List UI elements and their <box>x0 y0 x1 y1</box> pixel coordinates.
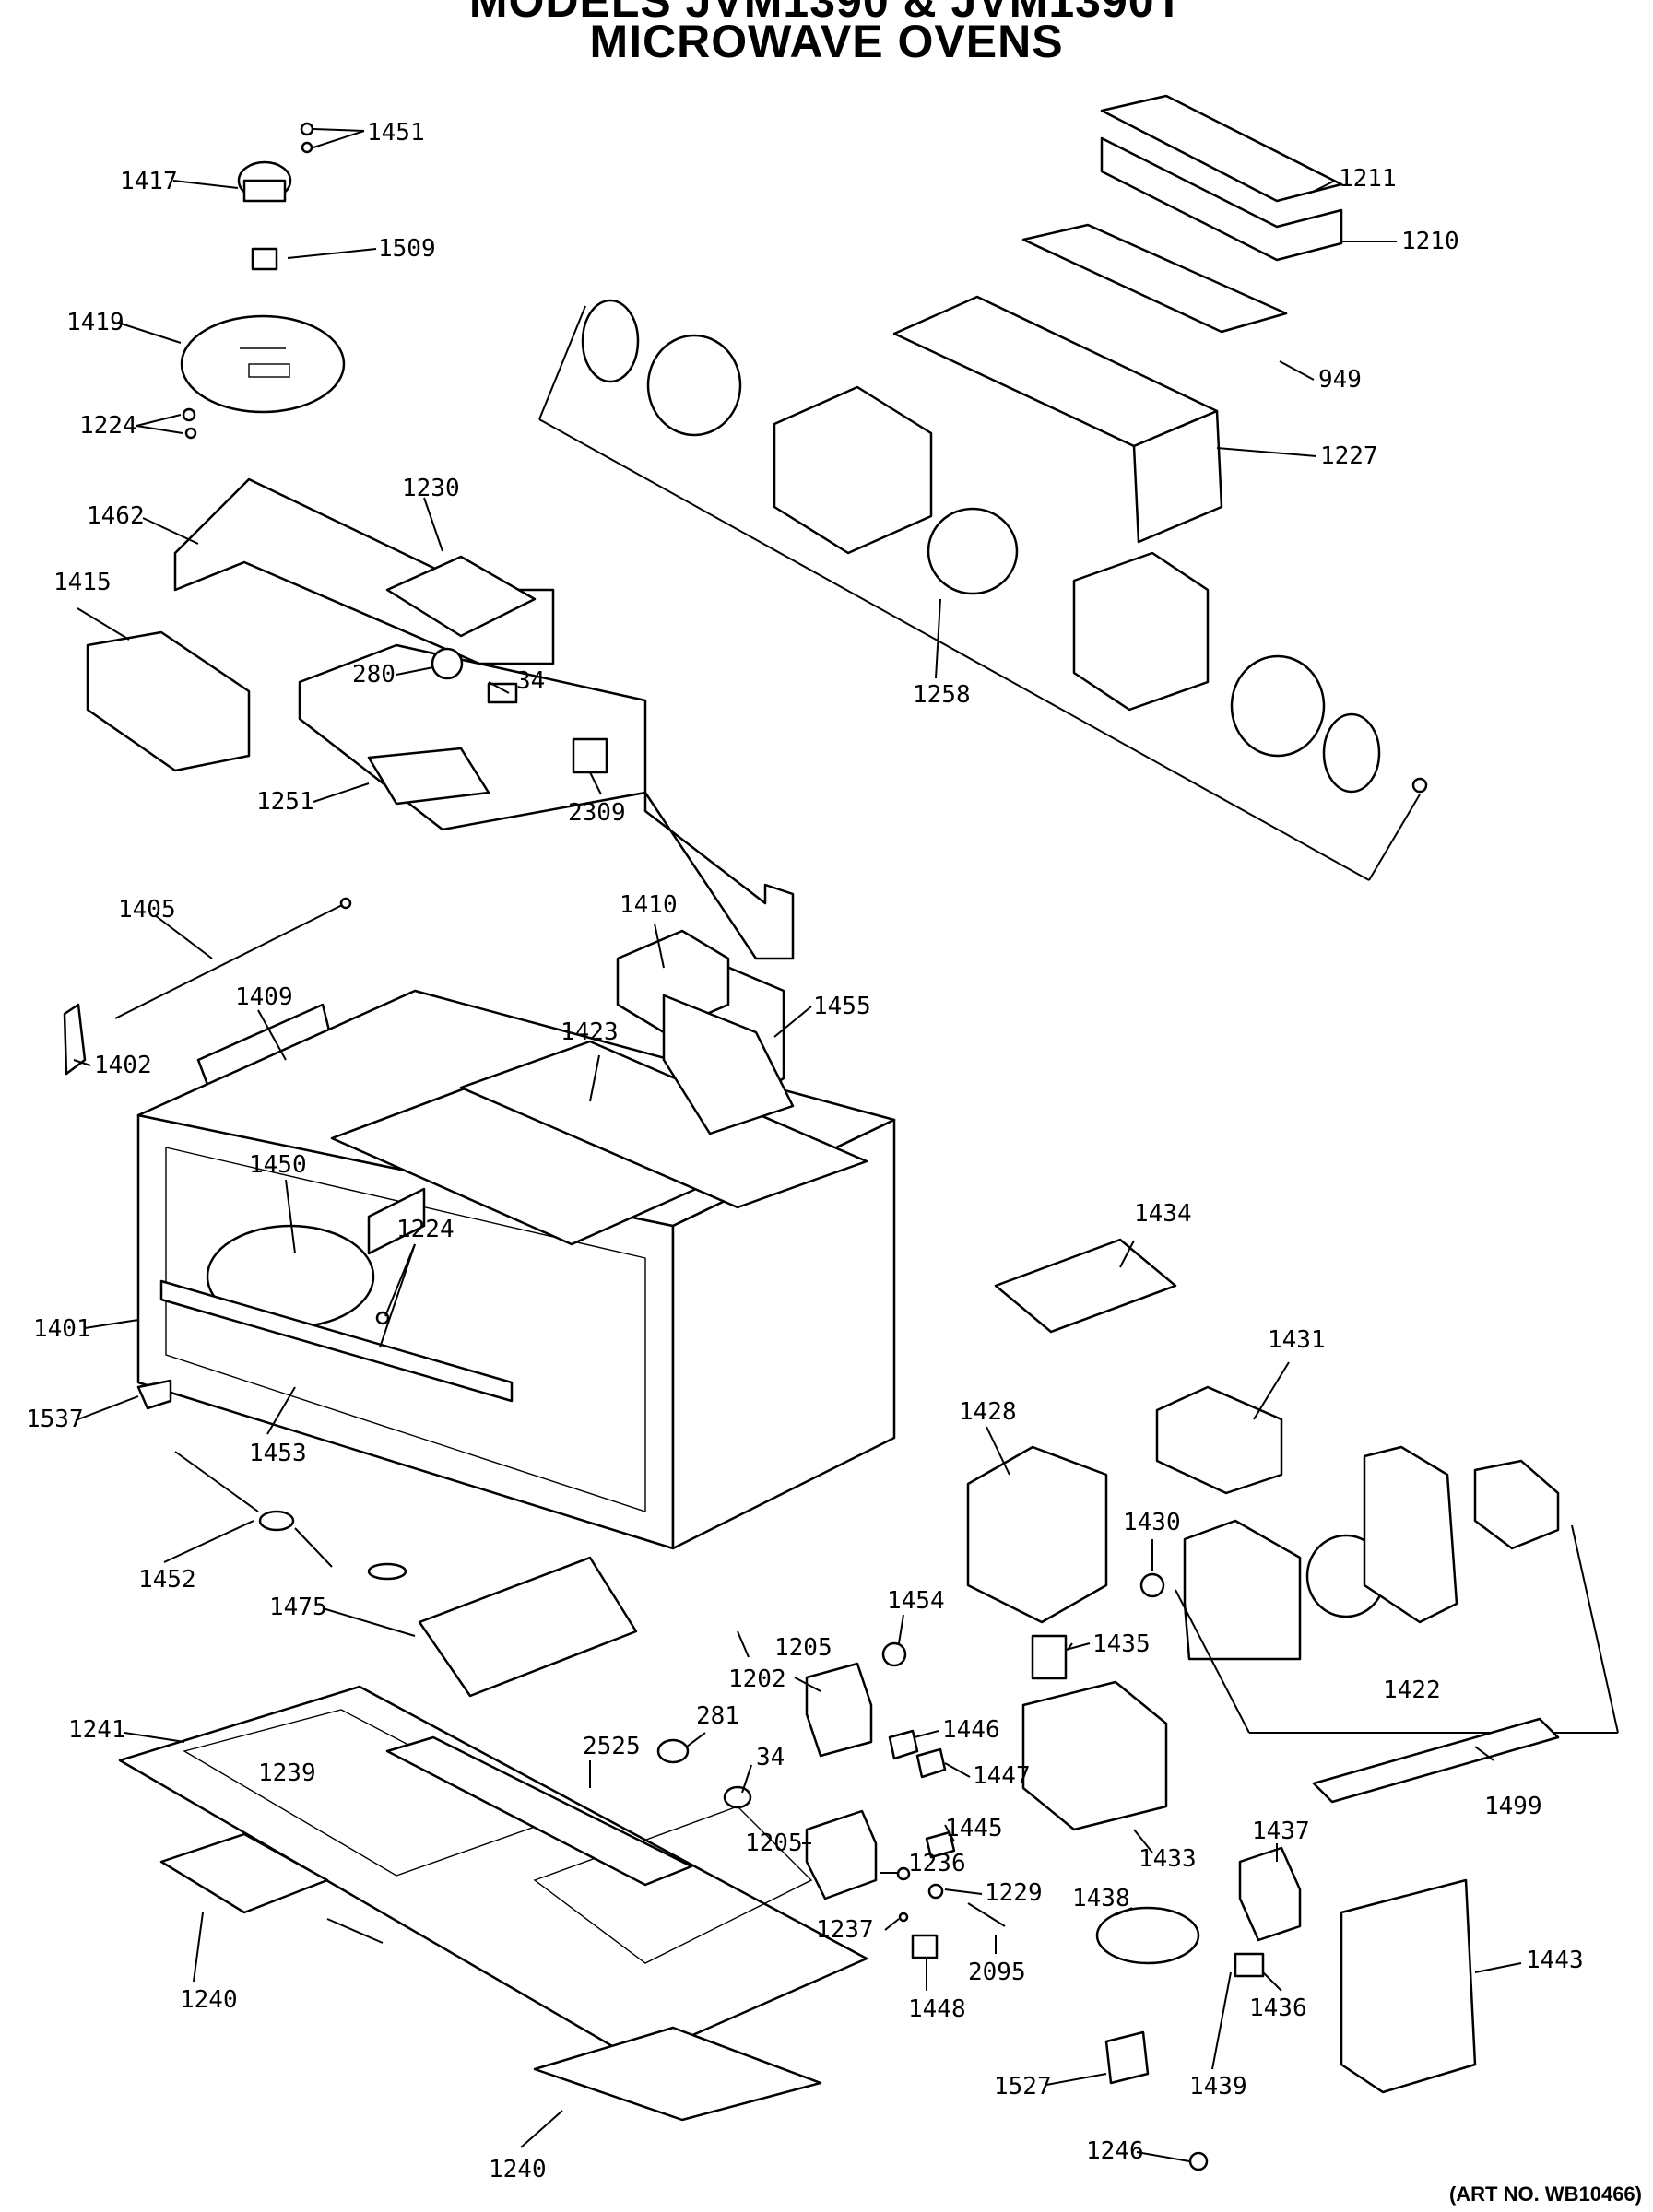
part-label-1435: 1435 <box>1092 1630 1151 1658</box>
part-label-1423: 1423 <box>561 1018 619 1046</box>
part-label-1402: 1402 <box>94 1052 152 1079</box>
part-label-1224-cavity: 1224 <box>396 1216 455 1243</box>
part-label-1401: 1401 <box>33 1315 91 1343</box>
switch-lamp-parts <box>418 1556 1006 1959</box>
part-label-1240-bottom: 1240 <box>489 2156 547 2183</box>
part-label-2309: 2309 <box>568 799 626 827</box>
part-label-1433: 1433 <box>1139 1845 1197 1873</box>
part-label-1446: 1446 <box>942 1716 1000 1744</box>
part-label-1430: 1430 <box>1123 1509 1181 1536</box>
part-label-1475: 1475 <box>269 1594 327 1621</box>
part-label-1455: 1455 <box>813 993 871 1020</box>
part-label-949: 949 <box>1318 366 1362 394</box>
magnetron-blower-group <box>966 1238 1619 1734</box>
leader-lines <box>73 128 1522 2162</box>
part-label-1229: 1229 <box>985 1879 1043 1907</box>
transformer-capacitor-group <box>1021 1634 1560 2171</box>
part-label-1211: 1211 <box>1339 165 1397 193</box>
part-label-1236: 1236 <box>908 1850 966 1877</box>
part-label-1415: 1415 <box>53 569 112 596</box>
exhaust-blower-assembly <box>538 94 1428 881</box>
part-label-34-upper: 34 <box>516 667 545 695</box>
vent-damper <box>616 929 795 1135</box>
part-label-1227: 1227 <box>1320 442 1378 470</box>
part-label-1454: 1454 <box>887 1587 945 1615</box>
part-label-1438: 1438 <box>1072 1885 1130 1912</box>
part-label-1409: 1409 <box>235 983 293 1011</box>
part-label-281: 281 <box>696 1702 739 1730</box>
part-label-1436: 1436 <box>1249 1994 1307 2022</box>
part-label-1452: 1452 <box>138 1566 196 1594</box>
part-label-2525: 2525 <box>583 1733 641 1760</box>
part-label-1202: 1202 <box>728 1665 786 1693</box>
part-label-1434: 1434 <box>1134 1200 1192 1228</box>
part-label-1447: 1447 <box>973 1762 1031 1790</box>
part-label-280: 280 <box>352 661 396 688</box>
part-labels: 1451 1417 1509 1419 1224 1211 1210 949 1… <box>26 119 1584 2183</box>
part-label-1410: 1410 <box>620 891 678 919</box>
part-label-1445: 1445 <box>945 1815 1003 1842</box>
part-label-1240-left: 1240 <box>180 1986 238 2014</box>
upper-support-assembly <box>86 477 795 960</box>
part-label-34-lower: 34 <box>756 1744 785 1771</box>
cavity-small-parts <box>136 1379 407 1581</box>
part-label-1419: 1419 <box>66 309 124 336</box>
part-label-1230: 1230 <box>402 475 460 502</box>
diagram-title-line-2: MICROWAVE OVENS <box>589 16 1064 67</box>
part-label-1258: 1258 <box>913 681 971 709</box>
part-label-1537: 1537 <box>26 1406 84 1433</box>
part-label-1462: 1462 <box>87 502 145 530</box>
part-label-1246: 1246 <box>1086 2137 1144 2165</box>
part-label-1431: 1431 <box>1268 1326 1326 1354</box>
part-label-1205-lower: 1205 <box>745 1830 803 1857</box>
diagram-title-line-1: MODELS JVM1390 & JVM1390T <box>468 0 1185 27</box>
part-label-1422: 1422 <box>1383 1677 1441 1704</box>
part-label-1453: 1453 <box>249 1440 307 1467</box>
part-label-1443: 1443 <box>1526 1947 1584 1974</box>
oven-cavity <box>63 897 896 1550</box>
part-label-1210: 1210 <box>1401 228 1459 255</box>
part-label-1448: 1448 <box>908 1995 966 2023</box>
part-label-1405: 1405 <box>118 896 176 924</box>
part-label-1437: 1437 <box>1252 1818 1310 1845</box>
part-label-1237: 1237 <box>816 1916 874 1944</box>
bottom-plate-filters <box>118 1685 868 2122</box>
part-label-1239: 1239 <box>258 1759 316 1787</box>
part-label-1450: 1450 <box>249 1151 307 1179</box>
part-label-1205-upper: 1205 <box>774 1634 832 1662</box>
turntable-motor-group <box>180 122 346 440</box>
part-label-2095: 2095 <box>968 1959 1026 1986</box>
part-label-1439: 1439 <box>1189 2073 1247 2100</box>
part-label-1417: 1417 <box>120 168 178 195</box>
part-label-1527: 1527 <box>994 2073 1052 2100</box>
part-label-1241: 1241 <box>68 1716 126 1744</box>
part-label-1509: 1509 <box>378 235 436 263</box>
part-label-1451: 1451 <box>367 119 425 147</box>
part-label-1499: 1499 <box>1484 1793 1542 1820</box>
part-label-1224-upper: 1224 <box>79 412 137 440</box>
part-label-1251: 1251 <box>256 788 314 816</box>
part-label-1428: 1428 <box>959 1398 1017 1426</box>
art-number: (ART NO. WB10466) <box>1448 2183 1642 2206</box>
